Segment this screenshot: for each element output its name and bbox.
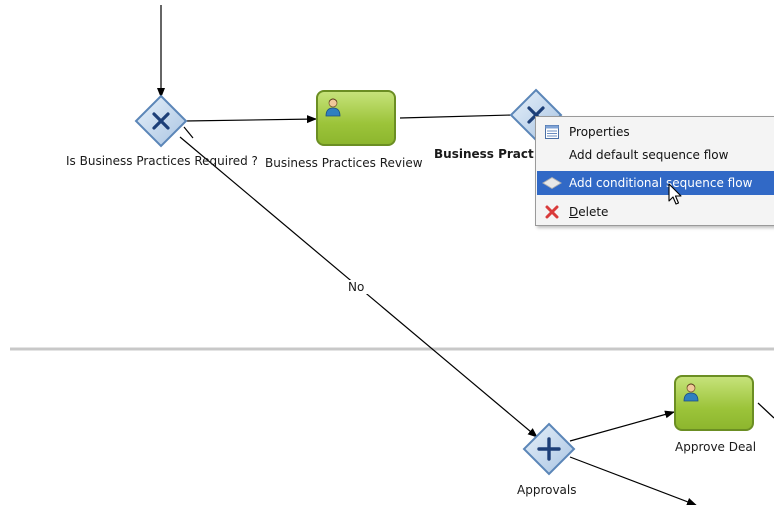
gateway-approvals-label: Approvals (517, 483, 577, 497)
task-review-label: Business Practices Review (265, 156, 423, 170)
menu-item-properties[interactable]: Properties (537, 120, 774, 144)
conditional-flow-icon (542, 175, 562, 191)
flow-approve-out[interactable] (757, 402, 774, 419)
menu-item-label: Delete (569, 205, 608, 219)
delete-icon (542, 204, 562, 220)
flow-approvals-out[interactable] (569, 456, 697, 505)
gateway-required-label: Is Business Practices Required ? (66, 154, 258, 168)
menu-item-delete[interactable]: Delete (537, 200, 774, 224)
user-icon (325, 98, 341, 117)
gateway-practices-label: Business Pract (434, 147, 534, 161)
properties-icon (542, 124, 562, 140)
menu-item-label: Add conditional sequence flow (569, 176, 753, 190)
task-approve-label: Approve Deal (675, 440, 757, 454)
edge-label-no: No (348, 280, 365, 294)
gateway-business-practices-required[interactable] (134, 94, 188, 148)
flow-approvals-to-approve[interactable] (569, 410, 675, 442)
menu-item-label-rest: elete (578, 205, 609, 219)
mnemonic-letter: D (569, 205, 579, 219)
task-approve-deal[interactable] (674, 375, 754, 431)
gateway-approvals[interactable] (522, 422, 576, 476)
plus-icon (537, 437, 561, 461)
task-business-practices-review[interactable] (316, 90, 396, 146)
default-flow-slash (183, 126, 194, 139)
context-menu: Properties Add default sequence flow Add… (535, 116, 774, 226)
menu-item-add-conditional-flow[interactable]: Add conditional sequence flow (537, 171, 774, 195)
x-icon (152, 112, 170, 130)
mouse-cursor-icon (668, 183, 682, 205)
menu-item-add-default-flow[interactable]: Add default sequence flow (537, 143, 774, 167)
flow-gateway-to-review[interactable] (184, 115, 317, 124)
user-icon (683, 383, 699, 402)
menu-item-label: Properties (569, 125, 630, 139)
menu-item-label: Add default sequence flow (569, 148, 729, 162)
flow-review-to-gateway[interactable] (399, 114, 513, 119)
